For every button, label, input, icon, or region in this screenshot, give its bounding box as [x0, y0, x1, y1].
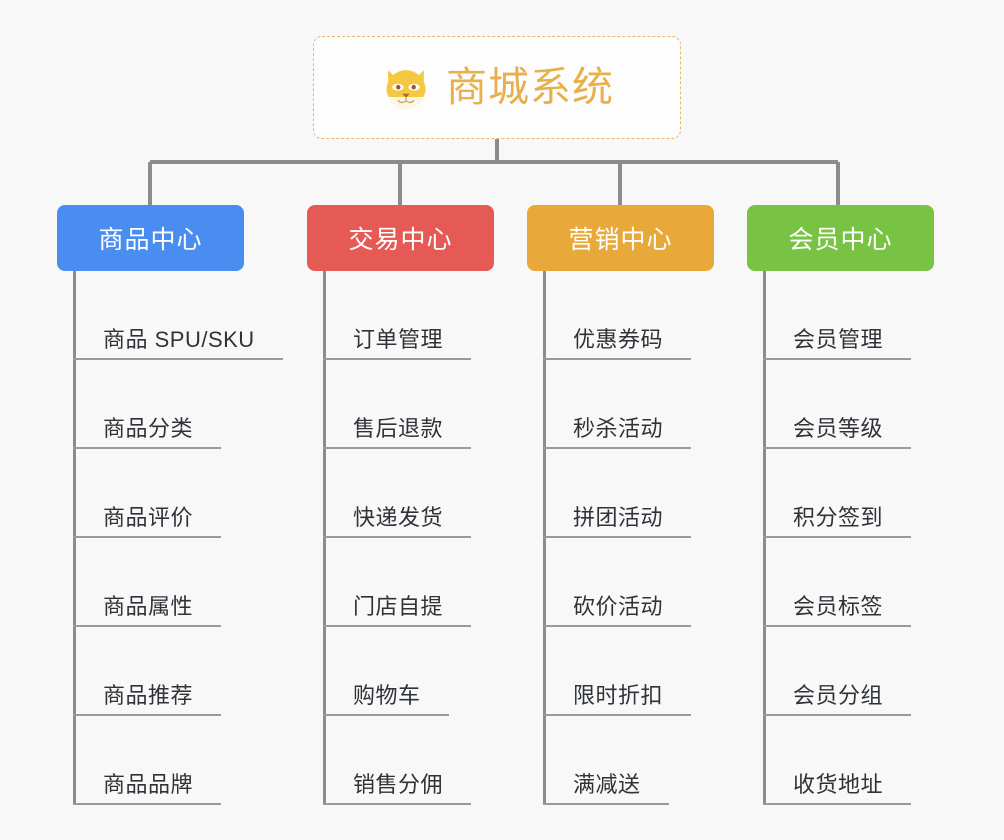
- branch-rail-1: [323, 271, 326, 805]
- leaf-label: 会员等级: [793, 416, 884, 441]
- leaf-underline: [543, 536, 691, 538]
- leaf-underline: [763, 803, 911, 805]
- list-item[interactable]: 商品推荐: [57, 627, 255, 716]
- branch-rail-2: [543, 271, 546, 805]
- leaf-underline: [323, 358, 471, 360]
- branch-header-label: 商品中心: [98, 226, 203, 254]
- leaf-label: 砍价活动: [573, 594, 664, 619]
- branch-items-0: 商品 SPU/SKU 商品分类 商品评价 商品属性 商品推荐 商品品牌: [57, 271, 283, 805]
- branch-header-label: 营销中心: [568, 226, 673, 254]
- leaf-label: 快递发货: [353, 505, 444, 530]
- list-item[interactable]: 会员管理: [747, 271, 934, 360]
- leaf-underline: [323, 447, 471, 449]
- leaf-label: 会员管理: [793, 327, 884, 352]
- list-item[interactable]: 快递发货: [307, 449, 494, 538]
- list-item[interactable]: 会员标签: [747, 538, 934, 627]
- shiba-dog-face-icon: [386, 69, 426, 109]
- leaf-underline: [73, 803, 221, 805]
- leaf-underline: [763, 447, 911, 449]
- leaf-underline: [763, 714, 911, 716]
- branch-rail-0: [73, 271, 76, 805]
- leaf-underline: [323, 803, 471, 805]
- list-item[interactable]: 秒杀活动: [527, 360, 714, 449]
- branch-header-0[interactable]: 商品中心: [57, 205, 244, 271]
- branch-items-2: 优惠券码 秒杀活动 拼团活动 砍价活动 限时折扣 满减送: [527, 271, 714, 805]
- leaf-underline: [543, 447, 691, 449]
- leaf-label: 销售分佣: [353, 772, 444, 797]
- branch-rail-3: [763, 271, 766, 805]
- leaf-label: 积分签到: [793, 505, 884, 530]
- list-item[interactable]: 门店自提: [307, 538, 494, 627]
- leaf-label: 商品品牌: [103, 772, 194, 797]
- leaf-underline: [543, 625, 691, 627]
- list-item[interactable]: 购物车: [307, 627, 494, 716]
- list-item[interactable]: 满减送: [527, 716, 714, 805]
- leaf-label: 拼团活动: [573, 505, 664, 530]
- branch-header-3[interactable]: 会员中心: [747, 205, 934, 271]
- leaf-underline: [323, 625, 471, 627]
- branch-header-2[interactable]: 营销中心: [527, 205, 714, 271]
- leaf-underline: [763, 358, 911, 360]
- list-item[interactable]: 会员等级: [747, 360, 934, 449]
- leaf-underline: [763, 625, 911, 627]
- leaf-underline: [323, 714, 449, 716]
- leaf-label: 会员标签: [793, 594, 884, 619]
- leaf-label: 商品推荐: [103, 683, 194, 708]
- leaf-label: 限时折扣: [573, 683, 664, 708]
- leaf-underline: [543, 714, 691, 716]
- branch-items-1: 订单管理 售后退款 快递发货 门店自提 购物车 销售分佣: [307, 271, 494, 805]
- leaf-label: 门店自提: [353, 594, 444, 619]
- list-item[interactable]: 拼团活动: [527, 449, 714, 538]
- leaf-label: 优惠券码: [573, 327, 664, 352]
- branch-column-1: 交易中心 订单管理 售后退款 快递发货 门店自提 购物车: [307, 205, 494, 805]
- root-title: 商城系统: [446, 64, 614, 110]
- leaf-underline: [543, 358, 691, 360]
- leaf-underline: [73, 625, 221, 627]
- list-item[interactable]: 商品分类: [57, 360, 255, 449]
- leaf-underline: [323, 536, 471, 538]
- leaf-underline: [73, 447, 221, 449]
- leaf-label: 订单管理: [353, 327, 444, 352]
- branch-column-0: 商品中心 商品 SPU/SKU 商品分类 商品评价 商品属性 商品推荐: [57, 205, 283, 805]
- leaf-label: 商品评价: [103, 505, 194, 530]
- list-item[interactable]: 优惠券码: [527, 271, 714, 360]
- leaf-label: 购物车: [353, 683, 421, 708]
- list-item[interactable]: 收货地址: [747, 716, 934, 805]
- leaf-underline: [73, 536, 221, 538]
- branch-column-3: 会员中心 会员管理 会员等级 积分签到 会员标签 会员分组: [747, 205, 934, 805]
- list-item[interactable]: 商品品牌: [57, 716, 255, 805]
- branch-header-label: 会员中心: [788, 226, 893, 254]
- leaf-label: 满减送: [573, 772, 641, 797]
- leaf-label: 秒杀活动: [573, 416, 664, 441]
- branch-header-label: 交易中心: [348, 226, 453, 254]
- leaf-underline: [73, 358, 283, 360]
- leaf-label: 商品 SPU/SKU: [103, 327, 255, 352]
- leaf-label: 会员分组: [793, 683, 884, 708]
- list-item[interactable]: 会员分组: [747, 627, 934, 716]
- list-item[interactable]: 限时折扣: [527, 627, 714, 716]
- branch-column-2: 营销中心 优惠券码 秒杀活动 拼团活动 砍价活动 限时折扣: [527, 205, 714, 805]
- list-item[interactable]: 积分签到: [747, 449, 934, 538]
- list-item[interactable]: 商品评价: [57, 449, 255, 538]
- list-item[interactable]: 销售分佣: [307, 716, 494, 805]
- list-item[interactable]: 订单管理: [307, 271, 494, 360]
- branch-header-1[interactable]: 交易中心: [307, 205, 494, 271]
- leaf-label: 商品属性: [103, 594, 194, 619]
- list-item[interactable]: 商品 SPU/SKU: [57, 271, 283, 360]
- list-item[interactable]: 售后退款: [307, 360, 494, 449]
- leaf-underline: [73, 714, 221, 716]
- branch-items-3: 会员管理 会员等级 积分签到 会员标签 会员分组 收货地址: [747, 271, 934, 805]
- leaf-label: 商品分类: [103, 416, 194, 441]
- list-item[interactable]: 商品属性: [57, 538, 255, 627]
- leaf-label: 售后退款: [353, 416, 444, 441]
- list-item[interactable]: 砍价活动: [527, 538, 714, 627]
- leaf-underline: [763, 536, 911, 538]
- root-node[interactable]: 商城系统: [313, 36, 681, 139]
- leaf-underline: [543, 803, 669, 805]
- leaf-label: 收货地址: [793, 772, 884, 797]
